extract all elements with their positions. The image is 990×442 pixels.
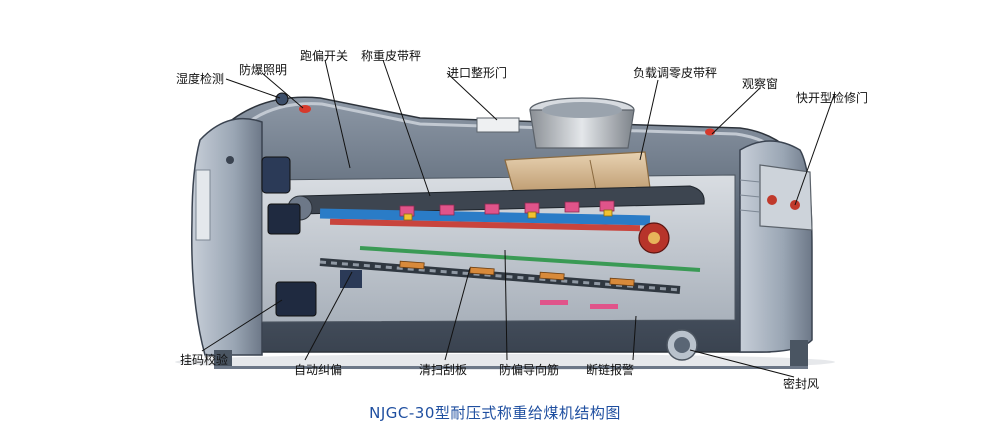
top-control-box <box>477 118 519 132</box>
label-inlet-shaping-gate: 进口整形门 <box>447 66 507 80</box>
label-cleaning-scraper: 清扫刮板 <box>419 363 467 377</box>
label-humidity-detection: 湿度检测 <box>176 72 224 86</box>
diagram-title: NJGC-30型耐压式称重给煤机结构图 <box>0 402 990 423</box>
label-auto-correction: 自动纠偏 <box>294 363 342 377</box>
label-explosion-proof-light: 防爆照明 <box>239 63 287 77</box>
label-deviation-switch: 跑偏开关 <box>300 49 348 63</box>
left-bolt <box>226 156 234 164</box>
head-drum-hub <box>648 232 660 244</box>
inlet-opening <box>542 102 622 118</box>
label-weighing-belt-scale: 称重皮带秤 <box>361 49 421 63</box>
right-leg <box>790 340 808 368</box>
label-anti-deviation-guide-rib: 防偏导向筋 <box>499 363 559 377</box>
label-load-adjusting-belt-scale: 负载调零皮带秤 <box>633 66 717 80</box>
upper-gearbox <box>268 204 300 234</box>
lower-gearbox <box>276 282 316 316</box>
label-broken-chain-alarm: 断链报警 <box>586 363 634 377</box>
left-end-door <box>196 170 210 240</box>
correction-actuator <box>340 270 362 288</box>
upper-drive-motor <box>262 157 290 193</box>
label-observation-window: 观察窗 <box>742 77 778 91</box>
label-seal-air: 密封风 <box>783 377 819 391</box>
label-quick-open-service-door: 快开型检修门 <box>796 91 868 105</box>
service-door-handle <box>767 195 777 205</box>
seal-air-bore <box>674 337 690 353</box>
label-weight-calibration: 挂码校验 <box>180 353 228 367</box>
humidity-sensor <box>276 93 288 105</box>
